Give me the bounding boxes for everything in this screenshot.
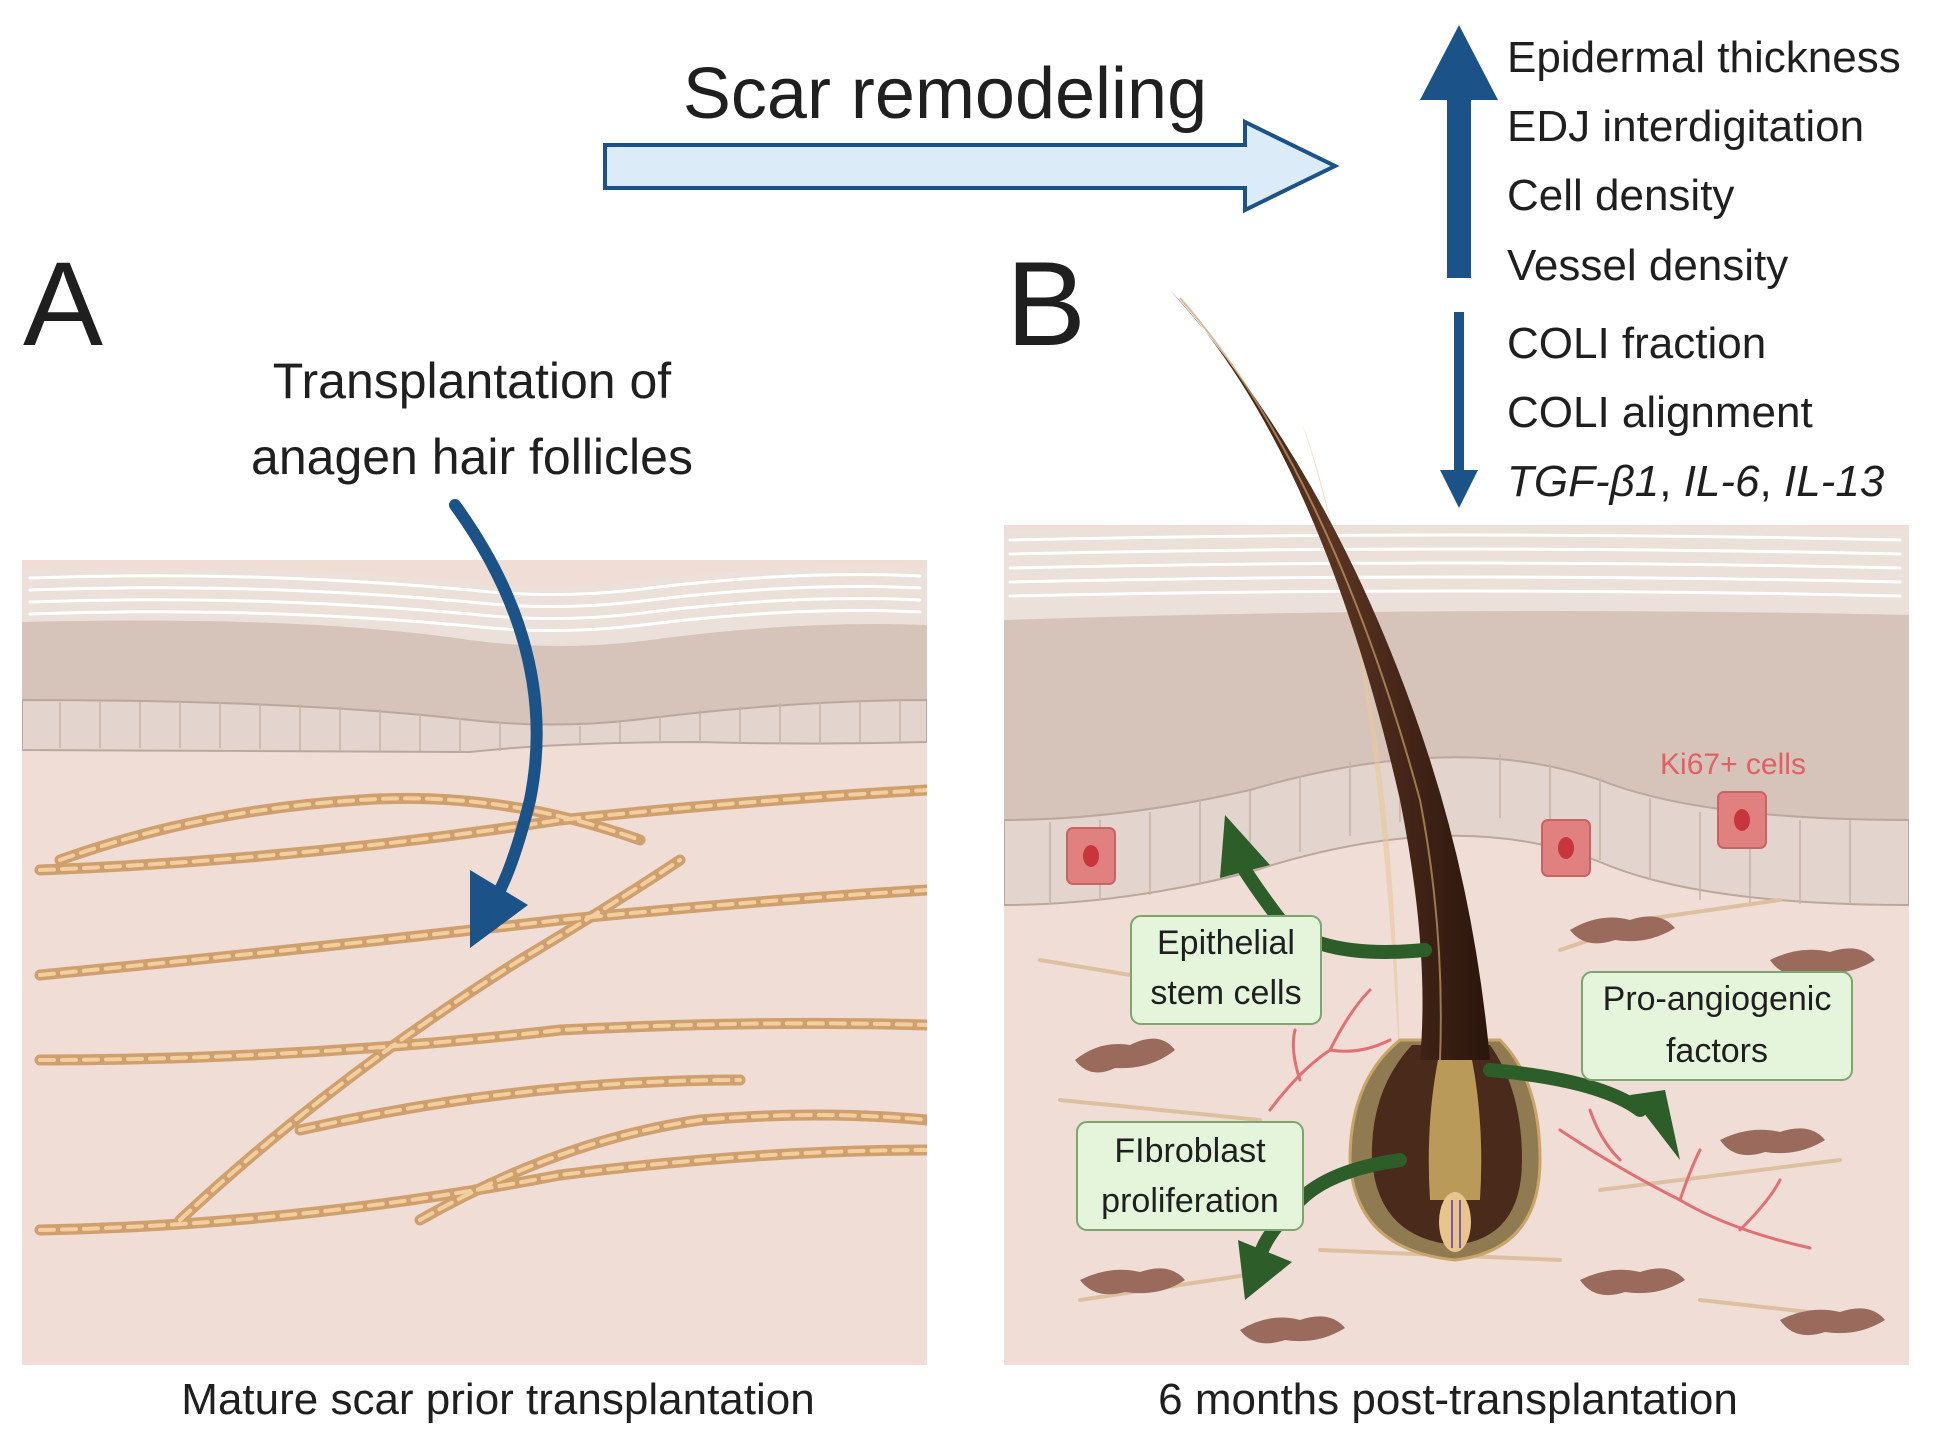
gene-separator: , [1659, 457, 1683, 506]
gene-tgf-b1: TGF-β1 [1507, 457, 1659, 506]
dermal-papilla [1439, 1192, 1471, 1252]
intervention-label-line1: Transplantation of [273, 353, 671, 409]
decreased-genes: TGF-β1, IL-6, IL-13 [1507, 457, 1885, 506]
decreased-outcomes: COLI fraction COLI alignment TGF-β1, IL-… [1507, 319, 1885, 506]
angio-label-line1: Pro-angiogenic [1603, 980, 1832, 1018]
fibro-label-line1: FIbroblast [1114, 1132, 1266, 1170]
increased-item: Epidermal thickness [1507, 33, 1901, 82]
effect-labels: Epithelial stem cells Pro-angiogenic fac… [1101, 924, 1831, 1220]
angio-label-line2: factors [1666, 1032, 1768, 1070]
panel-a-collagen-fibers [34, 784, 927, 1236]
panel-b-stratum-corneum [1004, 525, 1909, 620]
increased-item: Cell density [1507, 171, 1734, 220]
intervention-arrow-shaft [449, 499, 543, 896]
increased-item: EDJ interdigitation [1507, 102, 1864, 151]
pro-angiogenic-factors-box [1581, 971, 1853, 1081]
gene-separator: , [1760, 457, 1784, 506]
fibroblast-proliferation-box [1076, 1121, 1304, 1231]
panel-a-stratum-corneum [22, 566, 927, 646]
increase-arrowhead [1420, 25, 1498, 100]
panel-b-blood-vessels [1268, 988, 1812, 1250]
hair-follicle [1170, 290, 1542, 1262]
effect-arrowheads [1220, 815, 1680, 1300]
increased-outcomes: Epidermal thickness EDJ interdigitation … [1507, 33, 1901, 290]
decrease-arrow-shaft [1454, 312, 1464, 472]
epithelial-label-line2: stem cells [1150, 974, 1301, 1012]
decrease-arrowhead [1440, 470, 1478, 508]
panel-a-skin [22, 560, 927, 1365]
panel-a-caption: Mature scar prior transplantation [181, 1375, 814, 1424]
panel-b-corneum-lines [1008, 533, 1902, 598]
gene-il-13: IL-13 [1784, 457, 1885, 506]
effect-label-boxes [1076, 915, 1853, 1231]
panel-a-letter: A [23, 237, 103, 371]
increase-arrow-shaft [1447, 100, 1471, 278]
gene-il-6: IL-6 [1684, 457, 1760, 506]
arrow-angio [1483, 1063, 1647, 1117]
panel-b-letter: B [1006, 237, 1086, 371]
ki67-label: Ki67+ cells [1660, 748, 1806, 781]
intervention-arrowhead [470, 870, 528, 948]
epithelial-label-line1: Epithelial [1157, 924, 1295, 962]
fibro-label-line2: proliferation [1101, 1182, 1279, 1220]
decreased-item: COLI fraction [1507, 319, 1766, 368]
epithelial-stem-cells-box [1130, 915, 1322, 1025]
hair-shaft [1170, 290, 1490, 1060]
scar-remodeling-arrow [603, 118, 1340, 214]
scar-remodeling-label: Scar remodeling [683, 54, 1207, 134]
panel-b-caption: 6 months post-transplantation [1158, 1375, 1738, 1424]
panel-a-corneum-lines [28, 573, 922, 633]
intervention-label-line2: anagen hair follicles [251, 429, 693, 485]
panel-b-fibroblasts [1075, 916, 1885, 1344]
panel-b-ki67-cells [1066, 791, 1767, 885]
increased-item: Vessel density [1507, 241, 1788, 290]
decreased-item: COLI alignment [1507, 388, 1813, 437]
